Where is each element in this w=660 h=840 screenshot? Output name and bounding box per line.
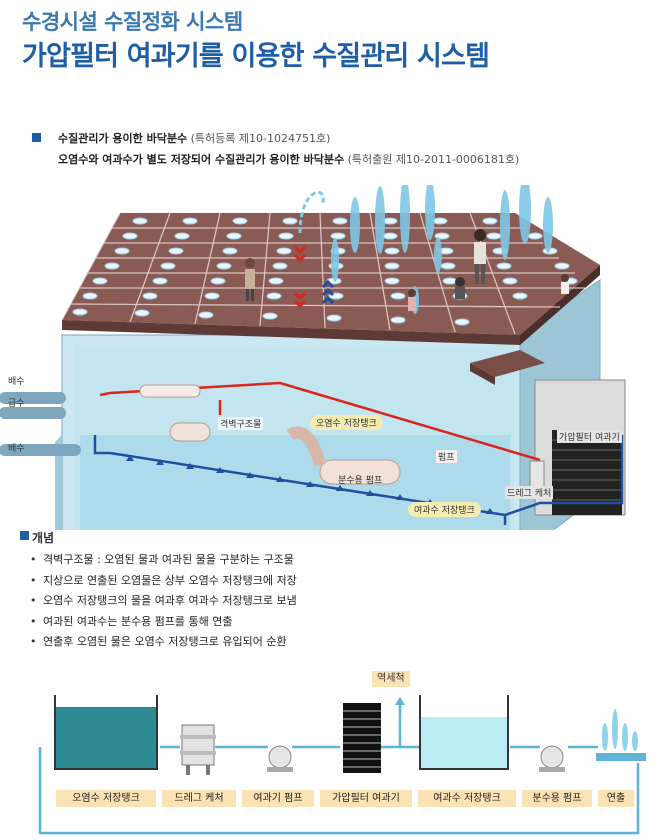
flow-step-dirty-tank: 오염수 저장탱크	[56, 790, 156, 807]
fountain-pump-shape	[540, 745, 564, 769]
drag-catcher-shape	[181, 724, 215, 766]
list-item: 여과된 여과수는 분수용 펌프를 통해 연출	[30, 613, 297, 634]
water-jets	[331, 185, 553, 314]
fountain-illustration	[0, 185, 626, 530]
flow-step-display: 연출	[598, 790, 634, 807]
inlet-pipes	[0, 392, 81, 456]
dirty-tank-label: 오염수 저장탱크	[310, 415, 383, 430]
chevron-down-icon	[293, 245, 307, 309]
flow-step-clean-tank: 여과수 저장탱크	[418, 790, 516, 807]
supply-label: 급수	[8, 399, 25, 409]
bullet-square-icon	[32, 133, 41, 142]
bullet-square-icon	[20, 531, 29, 540]
dirty-tank-shape	[55, 707, 157, 769]
list-item: 지상으로 연출된 오염물은 상부 오염수 저장탱크에 저장	[30, 572, 297, 593]
filter-label: 가압필터 여과기	[557, 430, 622, 443]
patent-line-2: 오염수와 여과수가 별도 저장되어 수질관리가 용이한 바닥분수 (특허출원 제…	[58, 151, 519, 167]
drag-catcher-label: 드레그 케처	[505, 486, 554, 499]
chevron-up-icon	[321, 279, 335, 305]
patent-title: 오염수와 여과수가 별도 저장되어 수질관리가 용이한 바닥분수	[58, 153, 345, 166]
clean-water-pipe	[93, 435, 624, 525]
process-flow-diagram	[38, 695, 646, 835]
drag-catcher	[529, 460, 545, 488]
partition-wall-label: 격벽구조물	[218, 417, 264, 430]
backwash-label: 역세척	[372, 671, 410, 687]
clean-tank-label: 여과수 저장탱크	[408, 502, 481, 517]
concept-heading: 개념	[32, 531, 55, 545]
nozzle-grid	[72, 217, 578, 326]
clean-tank-shape	[420, 717, 508, 769]
pump-label: 펌프	[436, 450, 457, 463]
concept-list: 격벽구조물 : 오염된 물과 여과된 물을 구분하는 구조물 지상으로 연출된 …	[30, 551, 297, 654]
drain-label-top: 배수	[8, 377, 25, 387]
pressure-filter	[552, 430, 622, 515]
flow-step-fountain-pump: 분수용 펌프	[522, 790, 592, 807]
deck-grid	[61, 212, 585, 335]
flow-step-drag-catcher: 드레그 케처	[162, 790, 236, 807]
flow-step-pressure-filter: 가압필터 여과기	[320, 790, 412, 807]
pressure-filter-shape	[343, 703, 381, 773]
patent-number: (특허출원 제10-2011-0006181호)	[347, 153, 520, 166]
fountain-pump-label: 분수용 펌프	[338, 476, 383, 486]
title-small: 수경시설 수질정화 시스템	[22, 10, 243, 34]
flow-step-filter-pump: 여과기 펌프	[242, 790, 314, 807]
patent-number: (특허등록 제10-1024751호)	[190, 132, 331, 145]
pump-cylinders	[139, 384, 401, 485]
page-title: 가압필터 여과기를 이용한 수질관리 시스템	[22, 41, 490, 72]
patent-title: 수질관리가 용이한 바닥분수	[58, 132, 188, 145]
arrow-up-icon	[395, 697, 405, 705]
patent-line-1: 수질관리가 용이한 바닥분수 (특허등록 제10-1024751호)	[58, 130, 330, 146]
list-item: 연출후 오염된 물은 오염수 저장탱크로 유입되어 순환	[30, 633, 297, 654]
fountain-jets	[602, 709, 638, 751]
list-item: 격벽구조물 : 오염된 물과 여과된 물을 구분하는 구조물	[30, 551, 297, 572]
filter-pump-shape	[268, 745, 292, 769]
drain-label-bottom: 배수	[8, 444, 25, 454]
people-figures	[245, 229, 569, 311]
list-item: 오염수 저장탱크의 물을 여과후 여과수 저장탱크로 보냄	[30, 592, 297, 613]
